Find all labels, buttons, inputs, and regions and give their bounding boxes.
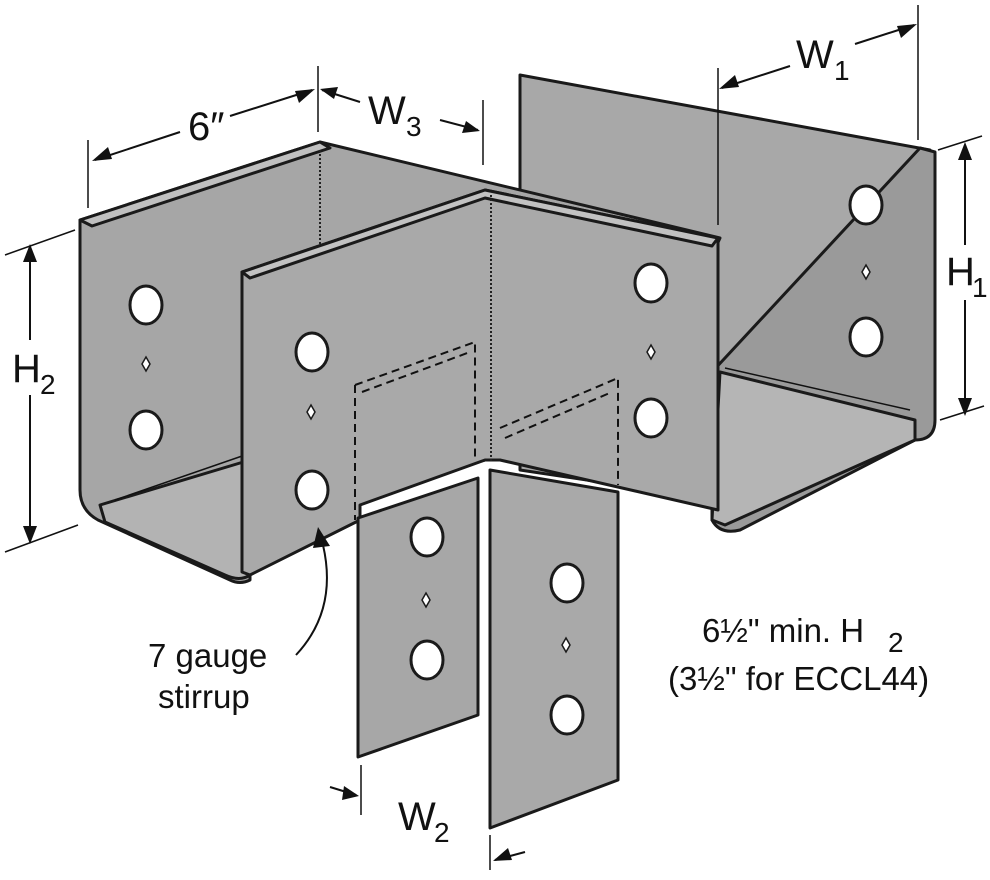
front-plate-hole-1 — [294, 331, 330, 373]
dimension-h1: H 1 — [937, 135, 988, 421]
right-saddle-hole-bottom — [848, 316, 884, 358]
stirrup-right-hole-top — [549, 562, 585, 604]
front-face-plate — [240, 150, 720, 577]
w3-label: W — [368, 89, 406, 133]
dimension-h2: H 2 — [4, 229, 79, 553]
stirrup-right-diamond-hole — [561, 636, 571, 654]
stirrup-left-diamond-hole — [421, 591, 431, 609]
stirrup — [356, 468, 620, 830]
stirrup-left-leg — [356, 476, 480, 759]
h1-label: H — [946, 250, 975, 294]
stirrup-callout-arrow — [313, 527, 330, 548]
left-wall-diamond-hole — [141, 355, 151, 373]
stirrup-right-leg — [488, 468, 620, 830]
dimension-6in: 6″ — [87, 66, 319, 208]
right-saddle-diamond-hole — [861, 263, 871, 281]
min-h2-note-line1: 6½" min. H — [702, 612, 864, 649]
stirrup-left-hole-bottom — [409, 639, 445, 681]
stirrup-callout-leader — [295, 544, 328, 656]
w1-label: W — [796, 33, 834, 77]
left-saddle-top-edge — [78, 140, 332, 228]
min-h2-note: 6½" min. H 2 (3½" for ECCL44) — [668, 612, 929, 697]
w2-subscript: 2 — [434, 817, 450, 848]
min-h2-note-subscript: 2 — [888, 627, 904, 658]
front-plate-top-edge — [240, 188, 720, 280]
w2-label: W — [398, 795, 436, 839]
left-wall-hole-top — [128, 284, 164, 326]
front-plate-diamond-hole-2 — [646, 343, 656, 361]
dimension-6in-label: 6″ — [188, 105, 224, 149]
front-plate-hole-4 — [633, 397, 669, 439]
front-plate-diamond-hole-1 — [306, 403, 316, 421]
left-wall-hole-bottom — [128, 409, 164, 451]
stirrup-left-hole-top — [409, 516, 445, 558]
dimension-w1: W 1 — [717, 5, 919, 225]
h1-subscript: 1 — [972, 272, 988, 303]
h2-label: H — [12, 347, 41, 391]
front-plate-hole-3 — [633, 262, 669, 304]
w1-subscript: 1 — [834, 55, 850, 86]
stirrup-note-line1: 7 gauge — [148, 637, 267, 674]
hidden-stirrup-outline — [354, 340, 619, 520]
h2-subscript: 2 — [40, 369, 56, 400]
dimension-w2: W 2 — [329, 765, 526, 870]
min-h2-note-line2: (3½" for ECCL44) — [668, 660, 929, 697]
w3-subscript: 3 — [406, 111, 422, 142]
stirrup-right-hole-bottom — [549, 694, 585, 736]
right-saddle-hole-top — [848, 184, 884, 226]
stirrup-callout: 7 gauge stirrup — [148, 527, 330, 715]
dimension-w3: W 3 — [320, 87, 484, 165]
front-plate-hole-2 — [294, 469, 330, 511]
stirrup-note-line2: stirrup — [158, 678, 250, 715]
